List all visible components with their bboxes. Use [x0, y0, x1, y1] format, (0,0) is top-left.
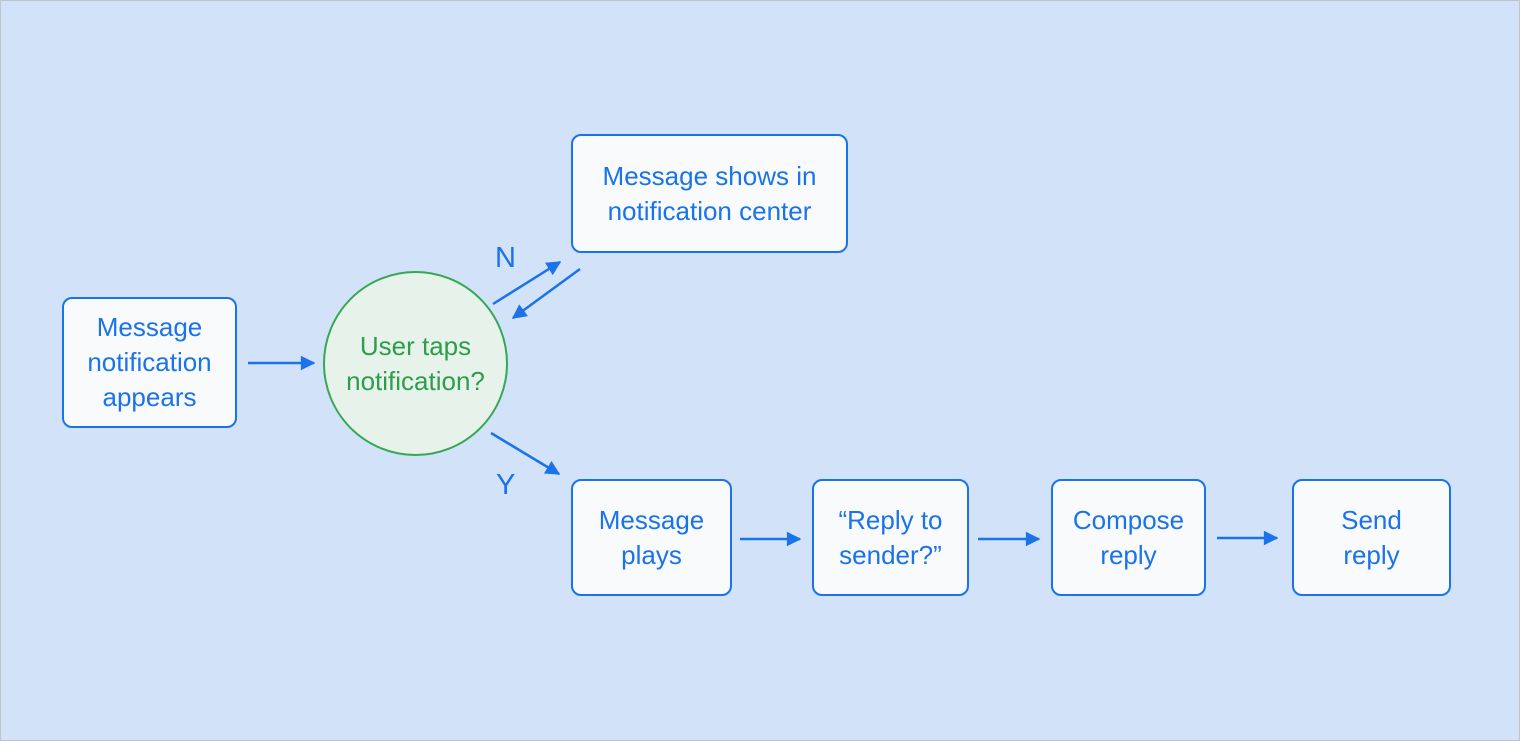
edge-label-yes: Y	[496, 469, 516, 501]
arrow-decision-to-message-plays	[490, 431, 561, 476]
edge-label-no: N	[495, 242, 516, 274]
arrow-notification-center-to-decision	[511, 267, 581, 320]
node-message-plays: Message plays	[571, 479, 732, 596]
node-message-notification-appears: Message notification appears	[62, 297, 237, 428]
node-send-reply: Send reply	[1292, 479, 1451, 596]
node-user-taps-notification-decision: User taps notification?	[323, 271, 508, 456]
node-message-shows-in-notification-center: Message shows in notification center	[571, 134, 848, 253]
arrow-decision-to-notification-center	[492, 260, 562, 306]
node-compose-reply: Compose reply	[1051, 479, 1206, 596]
node-reply-to-sender: “Reply to sender?”	[812, 479, 969, 596]
